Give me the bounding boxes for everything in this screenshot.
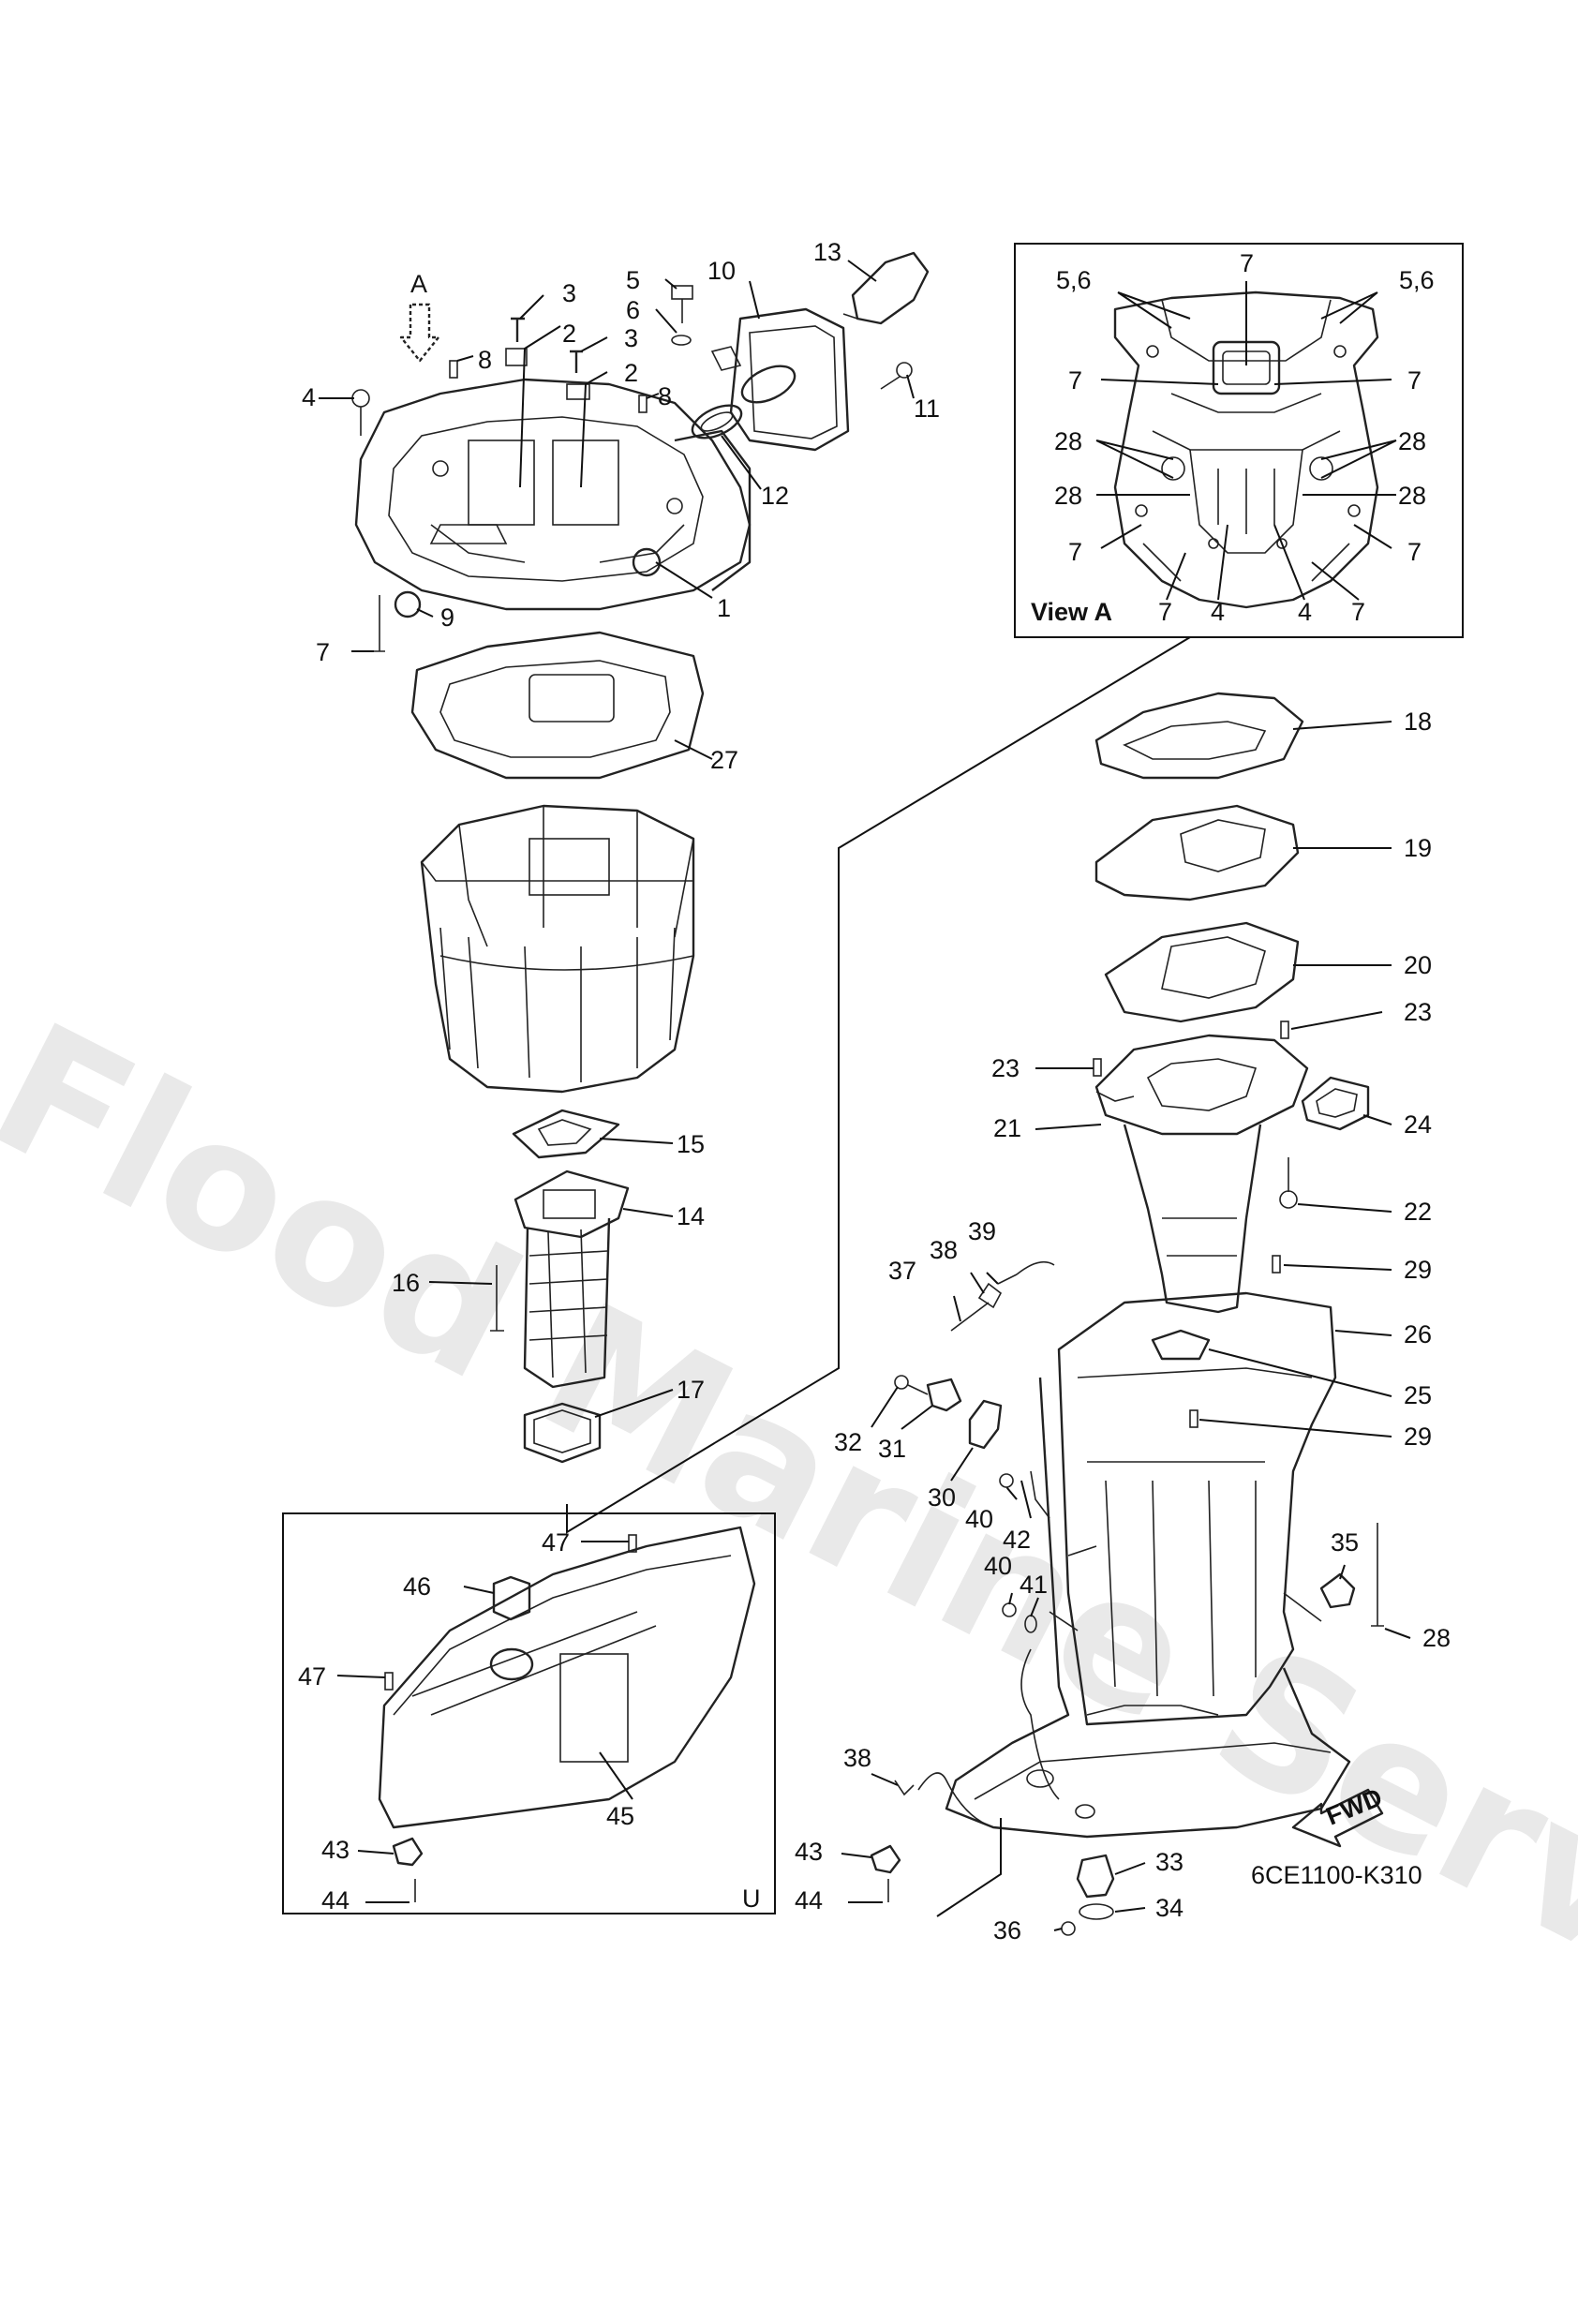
- callout-39: 39: [968, 1217, 996, 1245]
- callout-17: 17: [677, 1376, 705, 1404]
- callout-19: 19: [1404, 834, 1432, 862]
- view-a-callout-28-right1: 28: [1398, 427, 1426, 455]
- part-plug-9: [351, 590, 434, 652]
- panel-u: [282, 1512, 776, 1914]
- callout-27: 27: [710, 746, 738, 774]
- callout-10: 10: [707, 257, 736, 285]
- callout-28: 28: [1422, 1624, 1451, 1652]
- part-gasket-27: [410, 631, 713, 780]
- callout-15: 15: [677, 1130, 705, 1158]
- callout-42: 42: [1003, 1526, 1031, 1554]
- callout-18: 18: [1404, 708, 1432, 736]
- callout-33: 33: [1155, 1848, 1184, 1876]
- callout-32: 32: [834, 1428, 862, 1456]
- view-a-callout-7-bottom2: 7: [1351, 598, 1365, 626]
- callout-31: 31: [878, 1435, 906, 1463]
- view-a-callout-7-right1: 7: [1407, 366, 1422, 395]
- callout-29a: 29: [1404, 1256, 1432, 1284]
- arrow-a-label: A: [410, 270, 427, 298]
- callout-5: 5: [626, 266, 640, 294]
- callout-40b: 40: [984, 1552, 1012, 1580]
- callout-20: 20: [1404, 951, 1432, 979]
- callout-25: 25: [1404, 1381, 1432, 1409]
- part-upper-case-top: [1035, 1011, 1392, 1314]
- view-a-callout-28-left2: 28: [1054, 482, 1082, 510]
- view-a-callout-7-top: 7: [1240, 249, 1254, 277]
- callout-23b: 23: [1404, 998, 1432, 1026]
- callout-3a: 3: [562, 279, 576, 307]
- separator-line: [566, 636, 1191, 1534]
- view-a-panel: [1014, 243, 1464, 638]
- drawing-code: 6CE1100-K310: [1251, 1861, 1422, 1889]
- part-lower-filter-group: [428, 1109, 674, 1464]
- callout-26: 26: [1404, 1320, 1432, 1348]
- callout-11: 11: [914, 395, 940, 423]
- callout-14: 14: [677, 1202, 705, 1230]
- view-a-title: View A: [1031, 598, 1112, 626]
- callout-2b: 2: [624, 359, 638, 387]
- callout-21: 21: [993, 1114, 1021, 1142]
- part-upper-casing: [1057, 1255, 1411, 1726]
- callout-35: 35: [1331, 1528, 1359, 1557]
- callout-47a: 47: [542, 1528, 570, 1557]
- callout-46: 46: [403, 1572, 431, 1601]
- callout-8b: 8: [658, 382, 672, 410]
- callout-16: 16: [392, 1269, 420, 1297]
- callout-2a: 2: [562, 320, 576, 348]
- part-exhaust-housing: [420, 804, 695, 1094]
- callout-44b: 44: [321, 1886, 350, 1914]
- top-small-parts: [319, 278, 713, 599]
- view-a-callout-4a: 4: [1211, 598, 1225, 626]
- callout-41: 41: [1020, 1571, 1048, 1599]
- callout-36: 36: [993, 1916, 1021, 1944]
- part-lower-housing: [945, 1377, 1351, 1839]
- callout-38a: 38: [930, 1236, 958, 1264]
- callout-7: 7: [316, 638, 330, 666]
- callout-12: 12: [761, 482, 789, 510]
- part-cover-group: [691, 251, 930, 490]
- callout-37: 37: [888, 1257, 916, 1285]
- callout-22: 22: [1404, 1198, 1432, 1226]
- callout-43b: 43: [321, 1836, 350, 1864]
- callout-9: 9: [440, 603, 454, 632]
- callout-29b: 29: [1404, 1423, 1432, 1451]
- view-a-callout-56a: 5,6: [1056, 266, 1092, 294]
- callout-8a: 8: [478, 346, 492, 374]
- callout-34: 34: [1155, 1894, 1184, 1922]
- callout-4: 4: [302, 383, 316, 411]
- callout-47b: 47: [298, 1662, 326, 1691]
- callout-3b: 3: [624, 324, 638, 352]
- labels-view-a: View A 5,6 5,6 7 7 7 28 28 28 28 7 7 7 4…: [1031, 249, 1435, 626]
- callout-30: 30: [928, 1483, 956, 1512]
- callout-43a: 43: [795, 1838, 823, 1866]
- callout-6: 6: [626, 296, 640, 324]
- view-a-arrow: [399, 303, 440, 363]
- fwd-arrow: [1291, 1788, 1384, 1848]
- view-a-callout-7-left1: 7: [1068, 366, 1082, 395]
- callout-24: 24: [1404, 1110, 1432, 1139]
- callout-40a: 40: [965, 1505, 993, 1533]
- box-u-label: U: [742, 1885, 761, 1913]
- callout-1: 1: [717, 594, 731, 622]
- view-a-callout-4b: 4: [1298, 598, 1312, 626]
- view-a-callout-56b: 5,6: [1399, 266, 1435, 294]
- view-a-callout-28-left1: 28: [1054, 427, 1082, 455]
- view-a-callout-28-right2: 28: [1398, 482, 1426, 510]
- view-a-callout-7-right2: 7: [1407, 538, 1422, 566]
- view-a-callout-7-bottom1: 7: [1158, 598, 1172, 626]
- callout-23a: 23: [991, 1054, 1020, 1082]
- callout-44a: 44: [795, 1886, 823, 1914]
- view-a-callout-7-left2: 7: [1068, 538, 1082, 566]
- callout-38b: 38: [843, 1744, 871, 1772]
- part-exhaust-guide: [354, 378, 752, 611]
- callout-13: 13: [813, 238, 841, 266]
- part-gaskets-right: [1094, 692, 1392, 1023]
- labels-main: A 1 2 2 3 3 4 5 6 7 8 8 9 10 11 12 13 14…: [298, 238, 1451, 1944]
- part-grounding-group: [841, 1260, 1356, 1936]
- callout-45: 45: [606, 1802, 634, 1830]
